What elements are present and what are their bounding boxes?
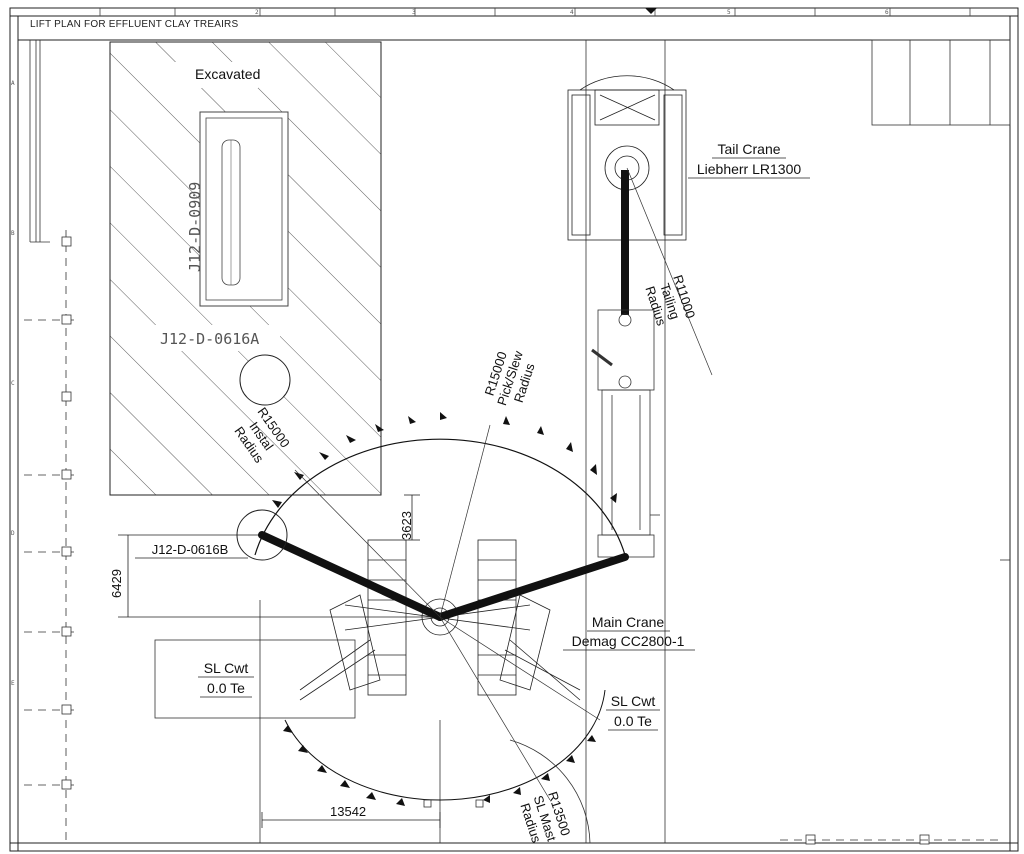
excavated-label: Excavated: [195, 66, 260, 82]
vessel-id-0616b: J12-D-0616B: [135, 542, 248, 559]
pick-slew-radius-label: R15000 Pick/Slew Radius: [482, 349, 538, 408]
grid-letters: A B C D E: [11, 80, 15, 687]
dimension-6429: [118, 534, 432, 618]
tailing-radius-line: [626, 167, 713, 376]
svg-text:Demag CC2800-1: Demag CC2800-1: [572, 633, 685, 649]
lower-arrow-icons: [283, 725, 596, 806]
cwt-label-right: SL Cwt 0.0 Te: [606, 693, 660, 731]
svg-text:0.0 Te: 0.0 Te: [614, 713, 652, 729]
dimension-6429-label: 6429: [109, 569, 124, 598]
svg-text:0.0 Te: 0.0 Te: [207, 680, 245, 696]
svg-text:E: E: [11, 680, 15, 687]
pick-slew-arc: [254, 438, 626, 556]
svg-text:6: 6: [885, 9, 889, 16]
svg-text:SL Cwt: SL Cwt: [611, 693, 656, 709]
grid-numbers: 2 3 4 5 6: [255, 9, 889, 16]
vessel-id-0909: J12-D-0909: [186, 182, 204, 272]
slew-arrow-icons: [272, 412, 617, 508]
svg-text:3: 3: [412, 9, 416, 16]
left-wall: [29, 40, 50, 243]
svg-text:4: 4: [570, 9, 574, 16]
building-block: [871, 39, 1011, 561]
top-ruler: [99, 8, 971, 16]
svg-text:SL Cwt: SL Cwt: [204, 660, 249, 676]
svg-text:Liebherr LR1300: Liebherr LR1300: [697, 161, 802, 177]
svg-text:B: B: [11, 230, 15, 237]
column-grid-line: [24, 230, 80, 840]
svg-text:Main Crane: Main Crane: [592, 614, 665, 630]
dimension-13542-label: 13542: [330, 804, 366, 819]
lower-slew-arc: [284, 689, 606, 801]
radius-lines: [294, 424, 601, 801]
svg-text:C: C: [11, 380, 15, 387]
dimension-3623: [404, 494, 420, 541]
svg-text:A: A: [11, 80, 15, 87]
mast-radius-arc: [509, 739, 591, 844]
dimension-13542: [261, 812, 441, 828]
excavated-area: Excavated J12-D-0909 J12-D-0616A: [109, 41, 382, 496]
svg-text:5: 5: [727, 9, 731, 16]
dimension-3623-label: 3623: [399, 511, 414, 540]
svg-text:2: 2: [255, 9, 259, 16]
drawing-title: LIFT PLAN FOR EFFLUENT CLAY TREAIRS: [30, 19, 239, 30]
sheet-border: [9, 7, 1019, 852]
svg-text:J12-D-0616B: J12-D-0616B: [152, 542, 229, 557]
main-crane-booms: [258, 531, 629, 621]
svg-text:Tail Crane: Tail Crane: [717, 141, 780, 157]
north-arrow-icon: [645, 8, 657, 14]
main-crane-label: Main Crane Demag CC2800-1: [563, 614, 695, 651]
roadway-lines: [259, 40, 666, 843]
mast-radius-label: R13500 SL Mast Radius: [517, 790, 573, 845]
lifted-vessel: [591, 309, 660, 558]
counterweight-area: [154, 639, 356, 719]
vessel-id-0616a: J12-D-0616A: [160, 330, 259, 348]
tail-crane-label: Tail Crane Liebherr LR1300: [688, 141, 810, 179]
cwt-label-left: SL Cwt 0.0 Te: [198, 660, 254, 698]
svg-text:D: D: [11, 530, 15, 537]
bottom-markers: [423, 799, 1000, 845]
